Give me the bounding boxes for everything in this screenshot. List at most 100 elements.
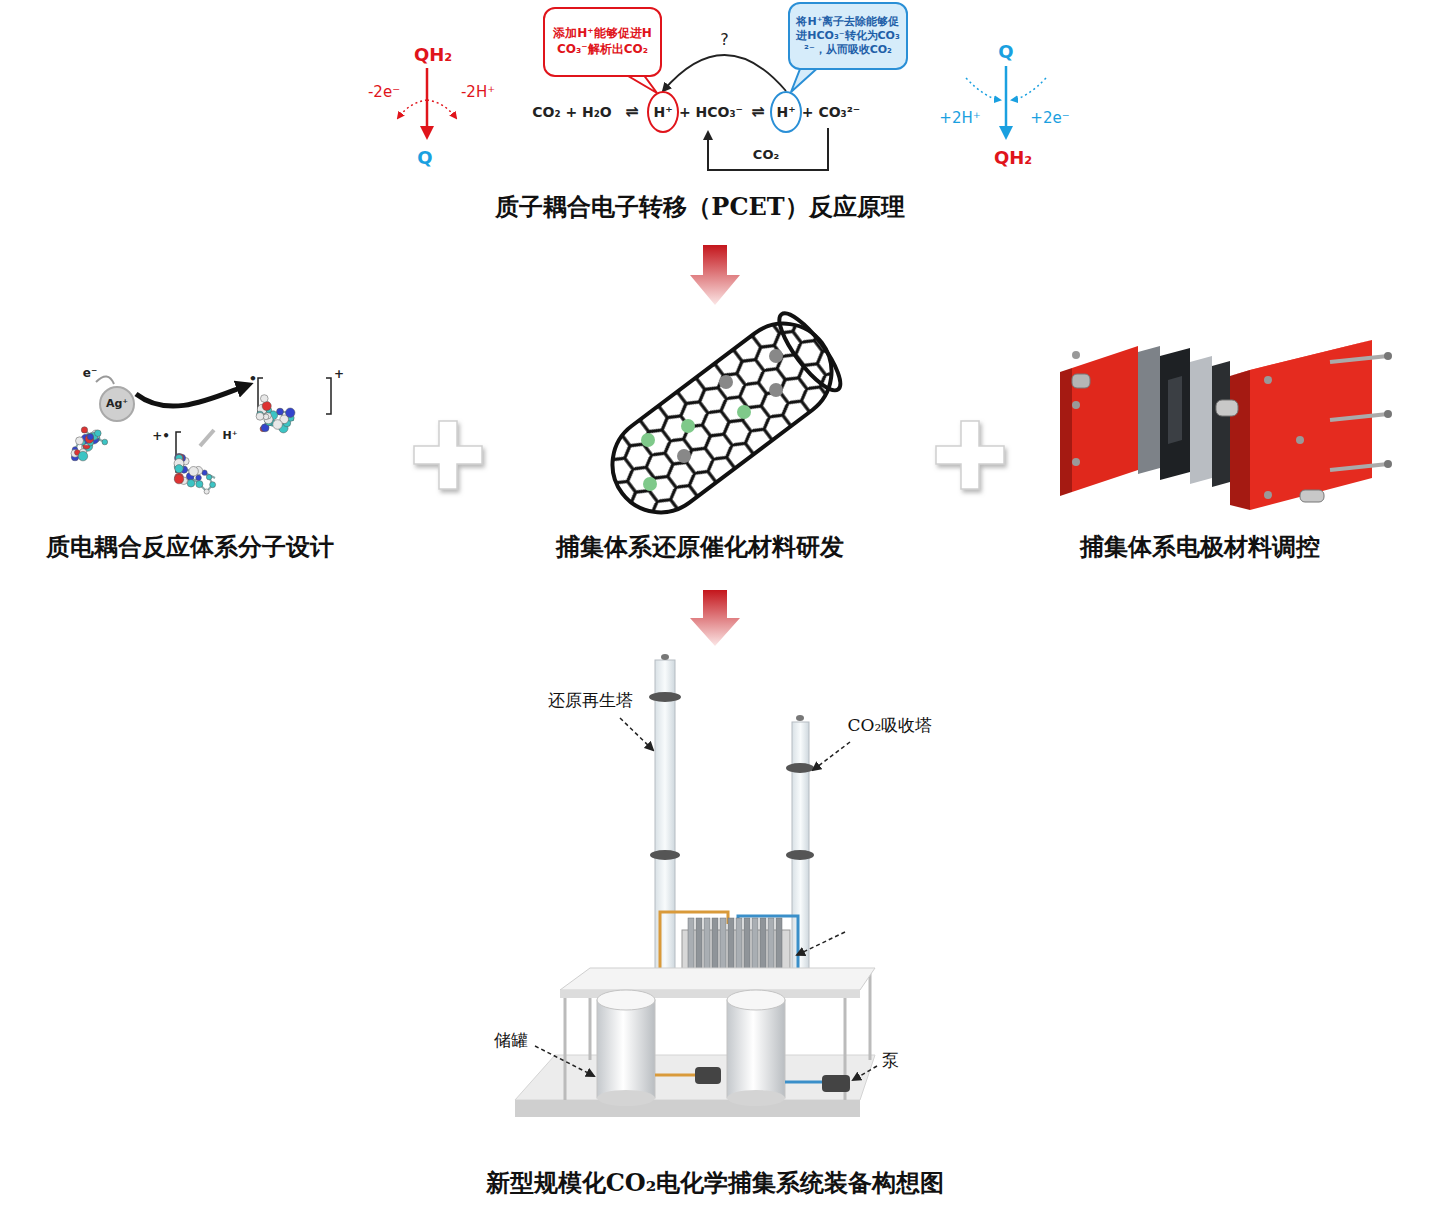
equipment-part [560, 968, 875, 990]
nanotube [593, 304, 850, 531]
electrode-stack-exploded-part [1330, 356, 1388, 362]
text-label: + [334, 367, 344, 381]
atom [256, 412, 264, 420]
ion-circle: Ag⁺ [99, 386, 135, 422]
atom [206, 474, 211, 479]
nanotube-part [681, 419, 695, 433]
stack-plate [768, 918, 774, 972]
leader-lines-part [813, 742, 850, 770]
leader-lines-part [620, 718, 653, 750]
flow-arrow-part [690, 245, 740, 305]
atom [102, 439, 108, 445]
equipment-part [822, 1075, 850, 1092]
equipment-part [564, 990, 567, 1100]
leader-lines-part [853, 1066, 877, 1080]
flow-arrow-part [690, 590, 740, 646]
text-label: +• [152, 429, 170, 443]
equipment-part [661, 654, 669, 660]
electrode-stack-exploded-part [1384, 460, 1392, 468]
text-label: +2H⁺ [939, 109, 980, 127]
nanotube-part-part [593, 304, 850, 531]
atom [277, 408, 283, 414]
node-text: 添加H⁺能够促进HCO₃⁻解析出CO₂ [549, 26, 656, 57]
molecule-illustration [71, 376, 331, 494]
electrode-stack-exploded-part [1072, 351, 1080, 359]
atom [260, 395, 268, 403]
electrode-stack-exploded-part [1060, 368, 1072, 496]
stack-plate [728, 918, 734, 972]
equipment-part [695, 1067, 721, 1084]
atom [87, 434, 93, 440]
equipment-part [796, 715, 804, 721]
edge-label: ? [718, 30, 731, 49]
pcet-right-arrows-part [966, 78, 1000, 100]
equipment-part [597, 990, 655, 1010]
electrode-stack-exploded-part [1384, 352, 1392, 360]
stack-plate [712, 918, 718, 972]
equipment-part [655, 660, 675, 975]
pcet-right-arrows-part [1005, 66, 1008, 136]
equipment-part [727, 1090, 785, 1106]
text-label: -2H⁺ [461, 83, 495, 101]
electrode-stack-exploded-part [1072, 346, 1138, 492]
atom [286, 408, 295, 417]
electrode-stack-exploded-part [1296, 436, 1304, 444]
atom [81, 427, 87, 433]
stack-plate [752, 918, 758, 972]
text-label: CO₂ [753, 147, 779, 163]
text-label: QH₂ [414, 44, 452, 66]
pcet-left-arrows-part [426, 68, 429, 136]
atom [187, 479, 195, 487]
nanotube-part [643, 477, 657, 491]
pcet-left-arrows-part [427, 100, 456, 118]
stack-plate [744, 918, 750, 972]
pcet-left-arrows-part [398, 100, 427, 118]
text-label: Q [417, 147, 432, 169]
electrode-stack-exploded-part [1168, 376, 1182, 444]
atom [175, 465, 183, 473]
equipment-part [650, 850, 680, 860]
equipment-part [786, 850, 814, 860]
molecule-illustration-part [200, 430, 214, 446]
atom [78, 451, 87, 460]
stack-plate [736, 918, 742, 972]
text-label: 新型规模化CO₂电化学捕集系统装备构想图 [486, 1169, 945, 1198]
text-label: 还原再生塔 [548, 690, 633, 710]
text-label: • [249, 371, 257, 387]
stack-plates [688, 918, 782, 972]
callout-bubble: 将H⁺离子去除能够促进HCO₃⁻转化为CO₃²⁻，从而吸收CO₂ [788, 2, 908, 70]
equipment-part [792, 722, 809, 975]
text-label: 质子耦合电子转移（PCET）反应原理 [495, 193, 904, 222]
electrode-stack-exploded-part [1250, 340, 1372, 510]
text-label: H⁺ [222, 429, 237, 442]
text-label: Q [998, 41, 1013, 63]
text-label: 捕集体系电极材料调控 [1080, 533, 1320, 562]
electrode-stack-exploded-part [1190, 356, 1212, 484]
text-label: 捕集体系还原催化材料研发 [556, 533, 844, 562]
text-label: 质电耦合反应体系分子设计 [46, 533, 334, 562]
stack-plate [720, 918, 726, 972]
electrode-stack-exploded-part [1300, 490, 1324, 502]
equipment [515, 654, 875, 1117]
electrode-stack-exploded-part [1264, 491, 1272, 499]
molecule-illustration-part [136, 385, 248, 406]
stack-plate [704, 918, 710, 972]
electrode-stack-exploded-part [1230, 370, 1250, 510]
leader-lines [535, 718, 877, 1080]
atom [174, 474, 183, 483]
equipment-part [727, 990, 785, 1010]
equipment-part [597, 1000, 655, 1098]
co2-loop-part [708, 128, 828, 170]
text-label: ⇌ [751, 102, 764, 121]
text-label: 储罐 [494, 1030, 528, 1050]
text-label: +2e⁻ [1030, 109, 1069, 127]
electrode-stack-exploded-part [1072, 401, 1080, 409]
equipment-part [786, 763, 814, 773]
electrode-stack-exploded-part [1384, 410, 1392, 418]
text-label: + HCO₃⁻ [679, 104, 743, 121]
nanotube-part [769, 383, 783, 397]
nanotube-part-part [770, 306, 849, 398]
stack-plate [688, 918, 694, 972]
nanotube-part [593, 304, 850, 531]
equipment-part [869, 970, 872, 1060]
